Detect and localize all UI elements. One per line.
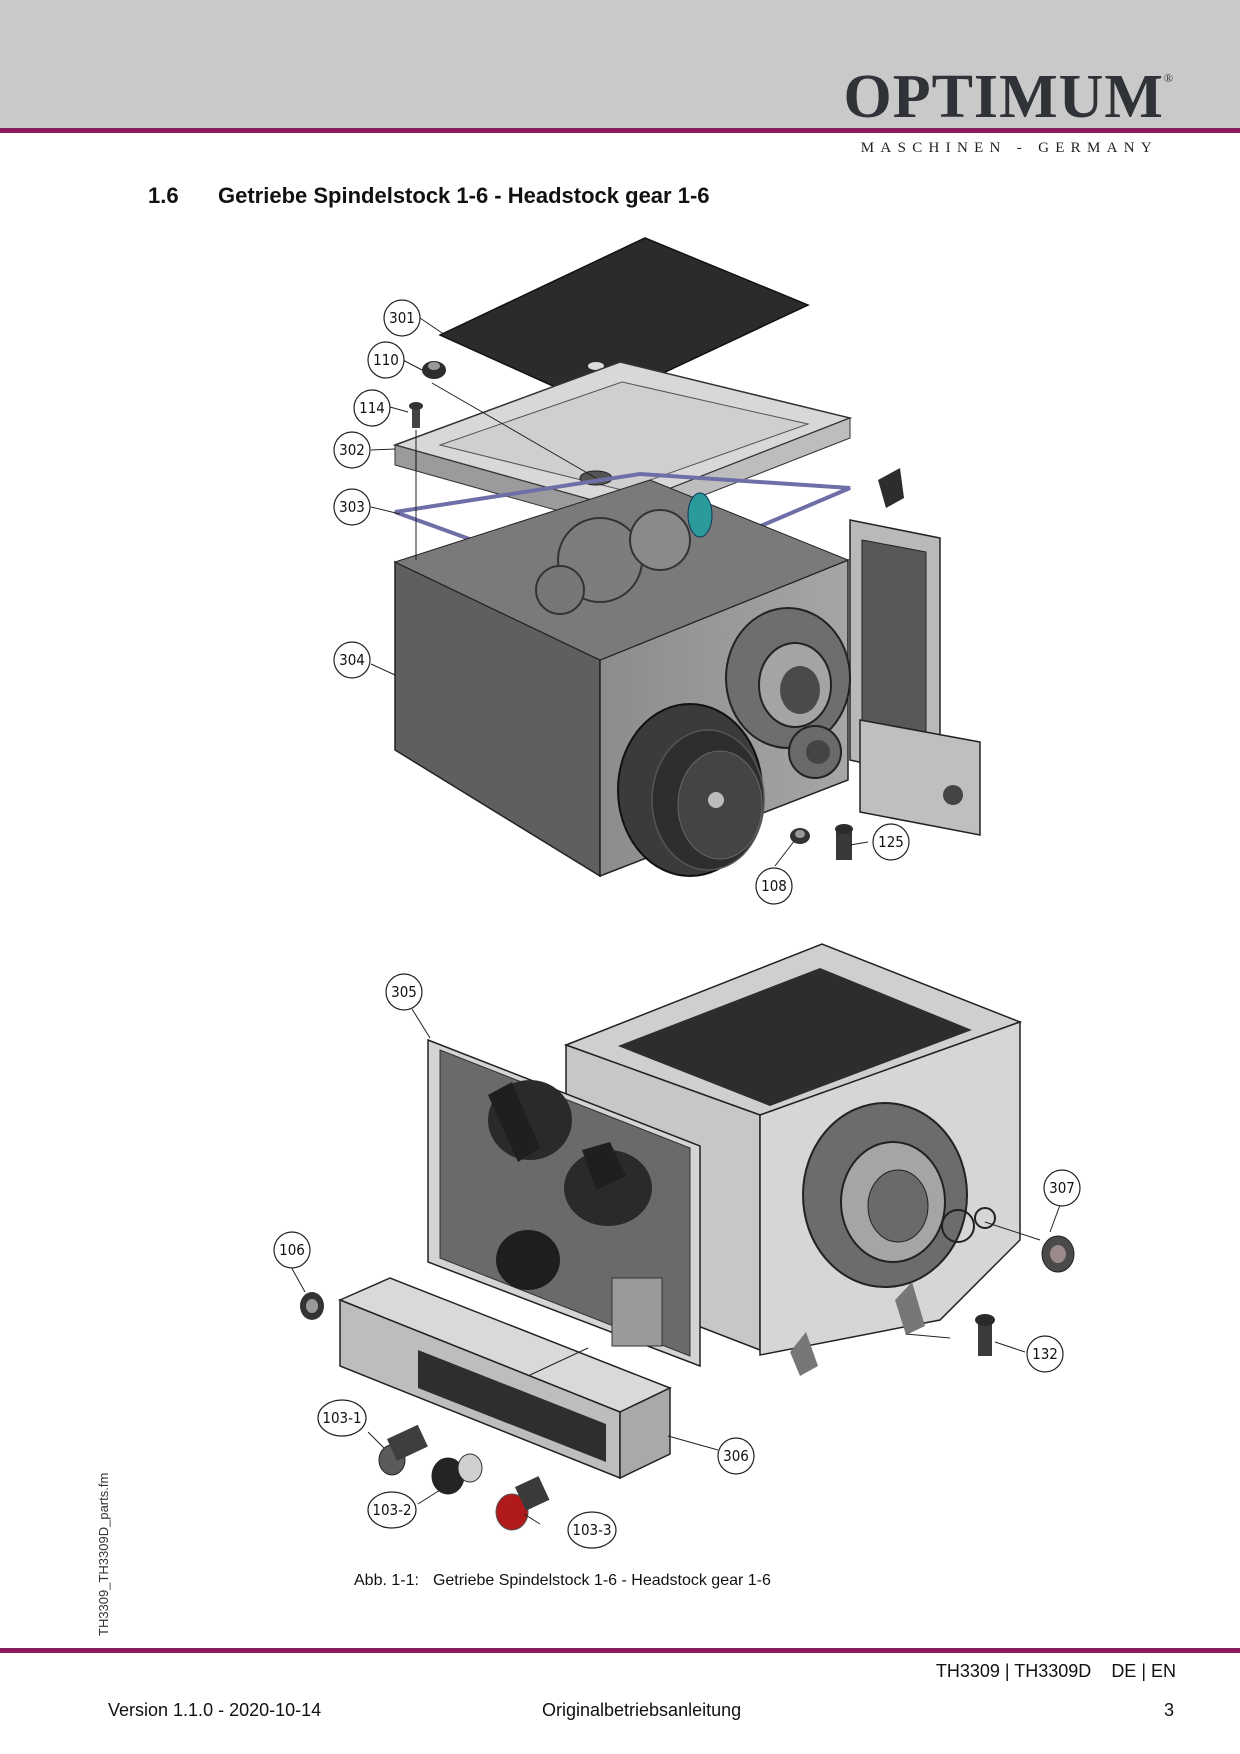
callout-106: 106 — [273, 1231, 311, 1269]
callout-301: 301 — [383, 299, 421, 337]
callout-103-3: 103-3 — [567, 1511, 617, 1549]
callout-103-1: 103-1 — [317, 1399, 367, 1437]
callout-label: 307 — [1049, 1179, 1075, 1197]
callout-label: 106 — [279, 1241, 305, 1259]
callout-302: 302 — [333, 431, 371, 469]
caption-text: Getriebe Spindelstock 1-6 - Headstock ge… — [432, 1572, 771, 1589]
figure-caption: Abb. 1-1: Getriebe Spindelstock 1-6 - Hea… — [354, 1572, 771, 1590]
headstock-lower-drawing — [289, 943, 1075, 1531]
callout-label: 302 — [339, 441, 365, 459]
callout-305: 305 — [385, 973, 423, 1011]
header-rule — [0, 128, 1240, 133]
callout-label: 103-1 — [322, 1409, 361, 1427]
page-number: 3 — [1163, 1700, 1174, 1720]
callout-label: 132 — [1032, 1345, 1058, 1363]
footer-version: Version 1.1.0 - 2020-10-14 — [108, 1700, 322, 1720]
callout-125: 125 — [872, 823, 910, 861]
callout-label: 110 — [373, 351, 399, 369]
registered-mark: ® — [1163, 71, 1174, 85]
callout-108: 108 — [755, 867, 793, 905]
callout-label: 305 — [391, 983, 417, 1001]
callout-132: 132 — [1026, 1335, 1064, 1373]
callouts: 301 110 114 302 303 304 125 108 — [273, 299, 1081, 1549]
headstock-upper-drawing — [370, 237, 981, 878]
brand-logo: OPTIMUM® — [843, 66, 1174, 128]
callout-label: 125 — [878, 833, 904, 851]
callout-114: 114 — [353, 389, 391, 427]
section-title: Getriebe Spindelstock 1-6 - Headstock ge… — [218, 183, 710, 208]
brand-name: OPTIMUM — [843, 63, 1164, 131]
footer-document-type: Originalbetriebsanleitung — [542, 1700, 742, 1720]
header-band — [0, 0, 1240, 128]
callout-110: 110 — [367, 341, 405, 379]
callout-304: 304 — [333, 641, 371, 679]
section-number: 1.6 — [148, 183, 179, 208]
callout-label: 303 — [339, 498, 365, 516]
callout-label: 304 — [339, 651, 365, 669]
file-name-label: TH3309_TH3309D_parts.fm — [96, 1472, 111, 1636]
callout-303: 303 — [333, 488, 371, 526]
callout-label: 103-2 — [372, 1501, 411, 1519]
callout-306: 306 — [717, 1437, 755, 1475]
callout-label: 103-3 — [572, 1521, 611, 1539]
brand-tagline: MASCHINEN - GERMANY — [860, 140, 1158, 156]
footer-rule — [0, 1648, 1240, 1653]
callout-label: 114 — [359, 399, 385, 417]
caption-label: Abb. 1-1: — [354, 1572, 419, 1589]
footer-languages: DE | EN — [1111, 1661, 1176, 1681]
callout-label: 108 — [761, 877, 787, 895]
footer-models: TH3309 | TH3309D — [935, 1661, 1092, 1681]
callout-103-2: 103-2 — [367, 1491, 417, 1529]
footer-model-info: TH3309 | TH3309D DE | EN — [936, 1661, 1176, 1682]
callout-label: 306 — [723, 1447, 749, 1465]
callout-307: 307 — [1043, 1169, 1081, 1207]
callout-label: 301 — [389, 309, 415, 327]
